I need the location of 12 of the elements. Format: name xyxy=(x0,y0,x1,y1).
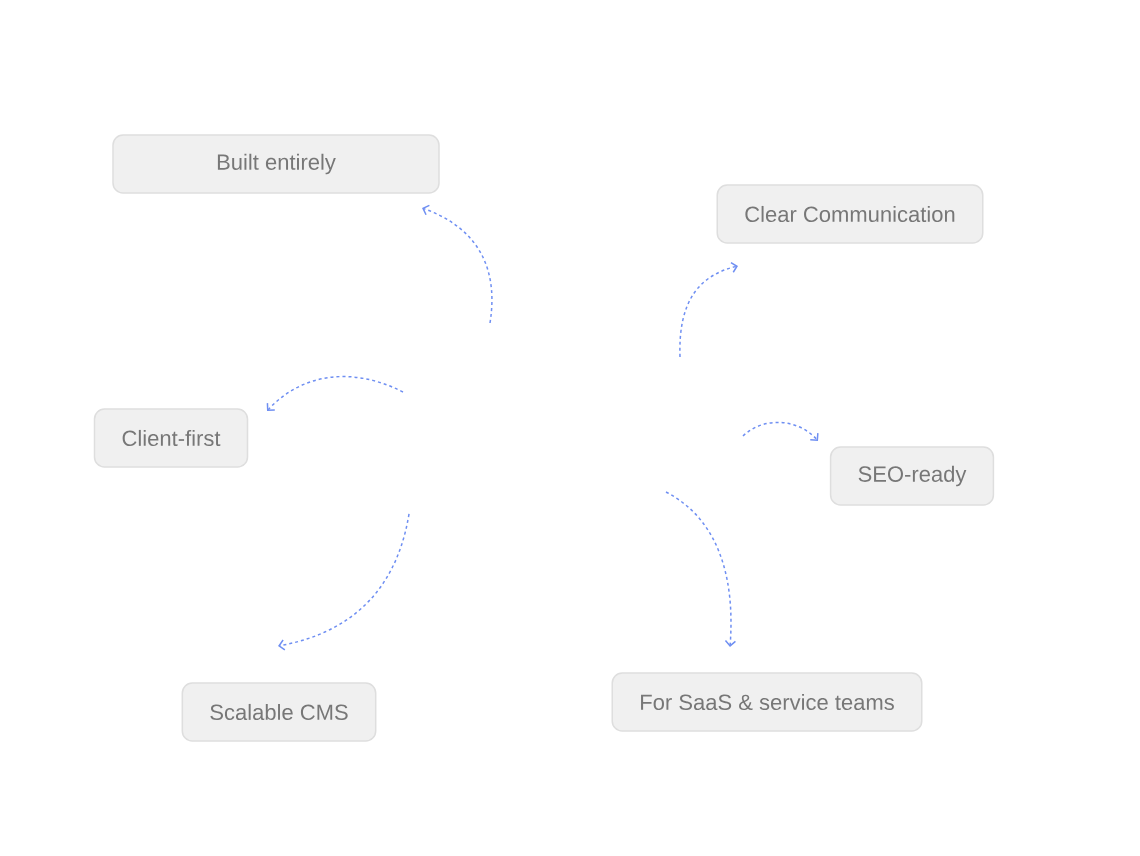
arrow xyxy=(266,375,404,411)
arrow xyxy=(278,513,410,651)
feature-box: Scalable CMS xyxy=(181,682,377,742)
arrow xyxy=(742,421,819,441)
feature-box: For SaaS & service teams xyxy=(611,672,923,732)
feature-box: Client-first xyxy=(93,408,249,468)
feature-box: Clear Communication xyxy=(716,184,984,244)
arrow xyxy=(679,261,738,358)
arrow xyxy=(665,491,737,647)
feature-box: Built entirely xyxy=(112,134,440,194)
feature-box: SEO-ready xyxy=(829,446,995,506)
arrow xyxy=(422,204,493,324)
